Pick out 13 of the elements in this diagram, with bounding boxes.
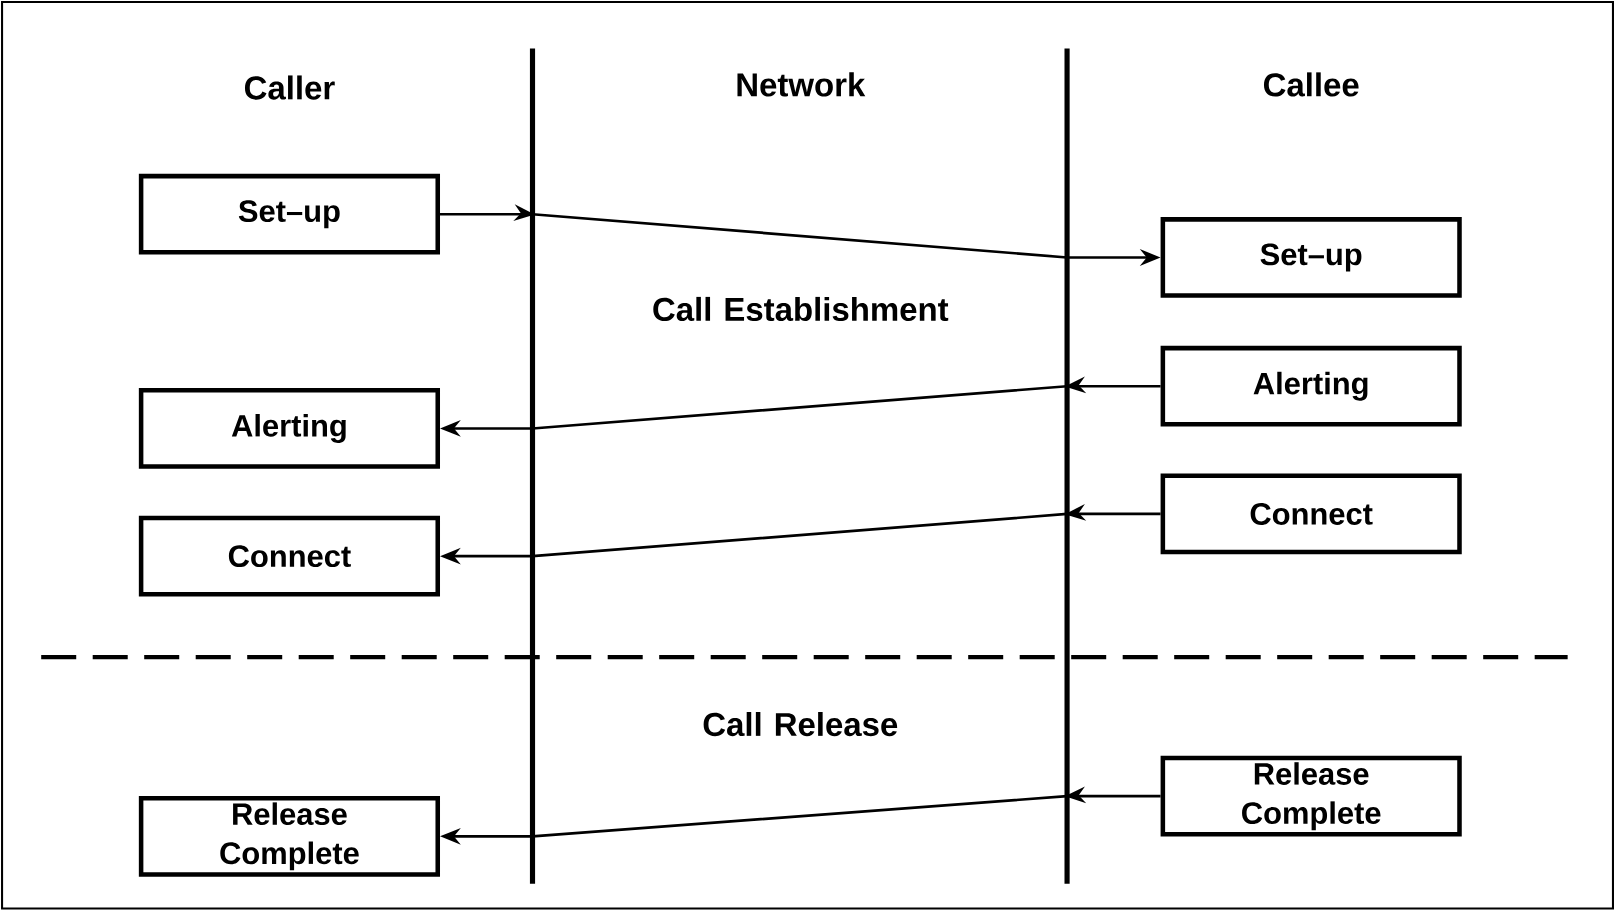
message-box: Alerting bbox=[138, 388, 440, 470]
phase-label: Call Establishment bbox=[653, 297, 949, 322]
lane-heading: Network bbox=[737, 72, 866, 97]
message-box: Release Complete bbox=[138, 796, 440, 877]
message-box: Connect bbox=[1160, 473, 1462, 555]
message-box: Set–up bbox=[138, 174, 440, 255]
lane-heading: Caller bbox=[245, 75, 335, 100]
phase-label: Call Release bbox=[703, 712, 898, 737]
lane-heading: Callee bbox=[1264, 72, 1359, 97]
message-box: Release Complete bbox=[1160, 756, 1462, 837]
message-box: Alerting bbox=[1160, 346, 1462, 427]
message-box: Set–up bbox=[1160, 217, 1462, 299]
message-box: Connect bbox=[138, 516, 440, 597]
